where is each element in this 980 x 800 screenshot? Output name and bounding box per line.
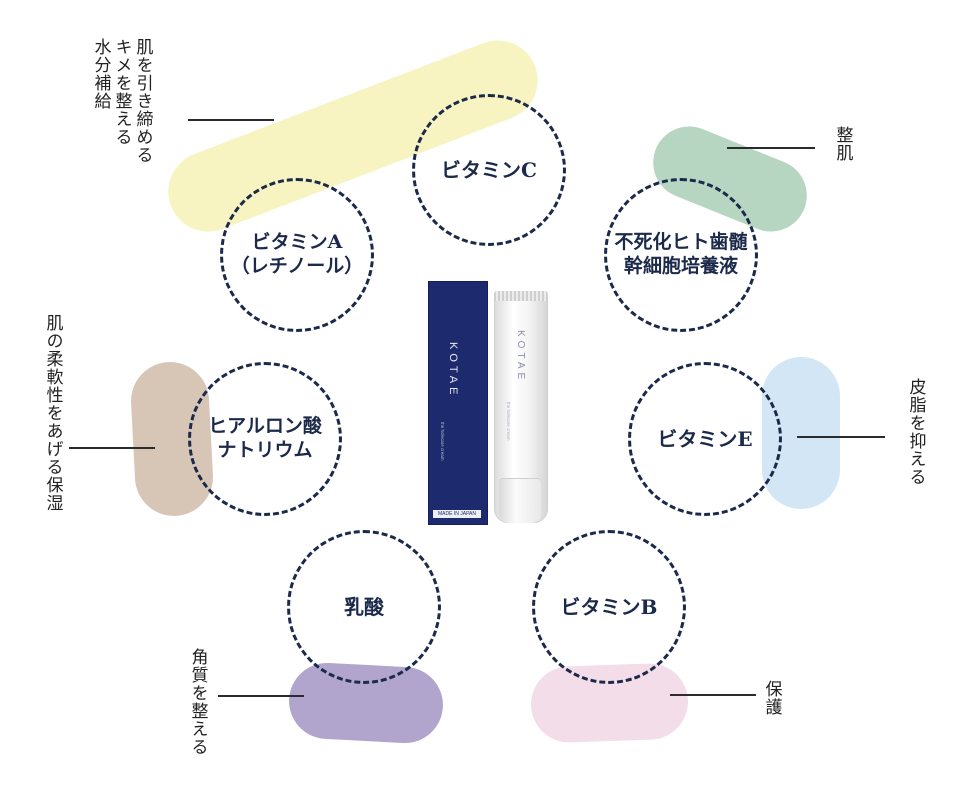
purple-connector-line (218, 695, 304, 697)
ingredient-circle-vitamin-b: ビタミンB (532, 530, 686, 684)
ingredient-circle-vitamin-a: ビタミンA （レチノール） (220, 178, 374, 332)
pink-connector-line (670, 694, 756, 696)
ingredient-label: ビタミンB (560, 594, 658, 619)
product-box-subtitle: the holecare cream (440, 422, 445, 461)
product-box-brand: KOTAE (447, 342, 459, 399)
ingredient-label: ビタミンA （レチノール） (230, 231, 364, 277)
ingredient-circle-vitamin-e: ビタミンE (628, 362, 782, 516)
blue-connector-line (797, 436, 885, 438)
product-tube-subtitle: the holecare cream (506, 402, 511, 441)
ingredient-label: ヒアルロン酸 ナトリウム (208, 415, 322, 461)
ingredient-circle-vitamin-c: ビタミンC (412, 94, 566, 246)
benefit-protection: 保護 (761, 680, 782, 716)
ingredient-label: ビタミンC (441, 157, 537, 182)
benefit-exfoliation: 角質を整える (187, 648, 208, 756)
ingredient-label: 乳酸 (344, 594, 384, 619)
benefit-softness-moisture: 肌の柔軟性をあげる保湿 (42, 314, 63, 512)
product-tube-brand: KOTAE (515, 330, 526, 384)
ingredient-circle-hyaluronic: ヒアルロン酸 ナトリウム (188, 362, 342, 516)
ingredient-label: 不死化ヒト歯髄 幹細胞培養液 (614, 231, 748, 277)
green-connector-line (727, 147, 815, 149)
tube-cap (499, 478, 541, 523)
ingredient-circle-stem-cell: 不死化ヒト歯髄 幹細胞培養液 (604, 178, 758, 332)
ingredient-label: ビタミンE (657, 426, 753, 451)
benefit-hydration: 水分補給 (90, 38, 111, 110)
benefit-firming: 肌を引き締める (132, 38, 153, 164)
made-in-japan-label: MADE IN JAPAN (433, 510, 481, 518)
benefit-skin-conditioning: 整肌 (832, 126, 853, 162)
tan-connector-line (69, 447, 155, 449)
tube-crimp (494, 291, 548, 301)
benefit-sebum-control: 皮脂を抑える (905, 378, 926, 486)
product-tube: KOTAE the holecare cream (494, 291, 548, 523)
product-box: KOTAE the holecare cream MADE IN JAPAN (428, 281, 488, 525)
benefit-texture: キメを整える (111, 38, 132, 146)
ingredient-circle-lactic: 乳酸 (287, 530, 441, 684)
yellow-connector-line (188, 119, 274, 121)
